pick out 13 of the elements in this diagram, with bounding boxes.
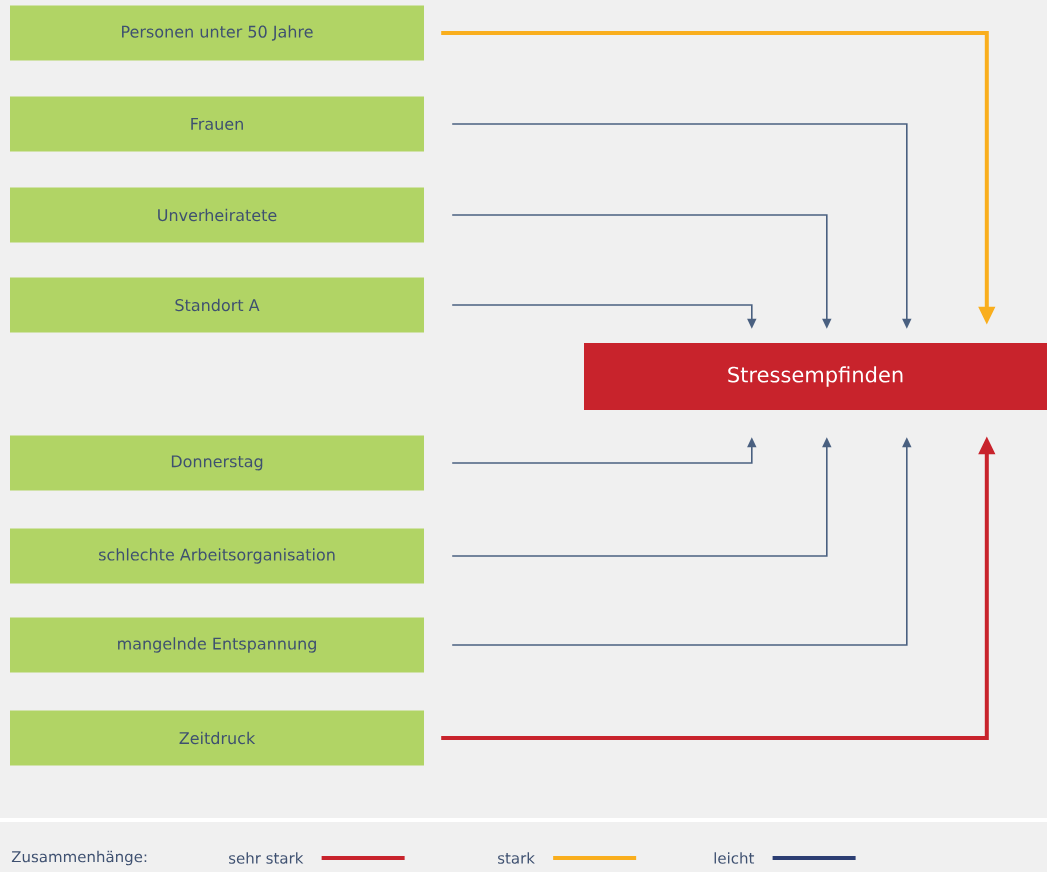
factor-box: Unverheiratete [10, 187, 424, 243]
legend-label: leicht [714, 852, 755, 864]
factor-box: mangelnde Entspannung [10, 617, 424, 673]
outcome-box: Stressempfinden [584, 343, 1047, 410]
legend-heading: Zusammenhänge: [11, 850, 147, 866]
factor-box: Frauen [10, 96, 424, 152]
factor-box: Donnerstag [10, 435, 424, 491]
factor-box: schlechte Arbeitsorganisation [10, 528, 424, 584]
factor-box: Standort A [10, 277, 424, 333]
legend-label: stark [498, 852, 535, 864]
factor-box: Personen unter 50 Jahre [10, 5, 424, 61]
legend-label: sehr stark [229, 852, 304, 864]
factor-box: Zeitdruck [10, 710, 424, 766]
